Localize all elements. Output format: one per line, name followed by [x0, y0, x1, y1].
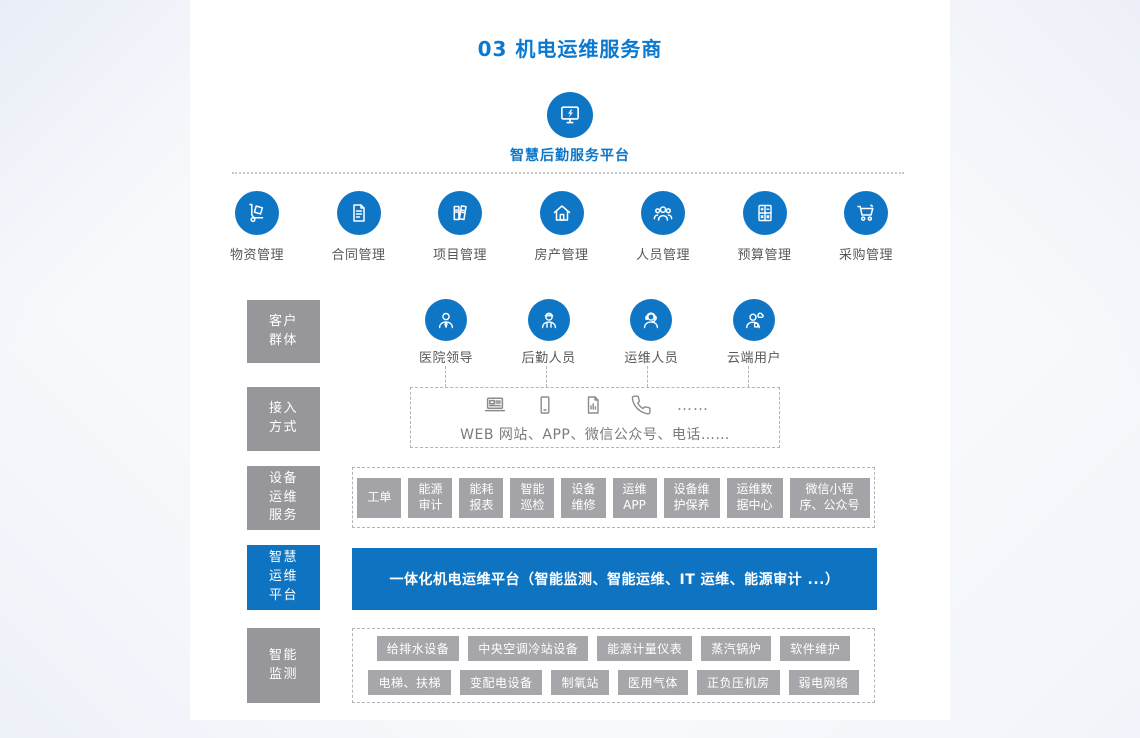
monitor-chip: 中央空调冷站设备	[468, 636, 589, 661]
intelligent-monitoring-box: 给排水设备 中央空调冷站设备 能源计量仪表 蒸汽锅炉 软件维护 电梯、扶梯 变配…	[352, 628, 875, 703]
person-label: 医院领导	[418, 351, 473, 366]
monitor-chip: 给排水设备	[376, 636, 460, 661]
person-label: 后勤人员	[521, 351, 576, 366]
monitor-chip: 能源计量仪表	[597, 636, 693, 661]
dashed-connector	[546, 366, 547, 387]
access-icons-row: ……	[481, 391, 709, 419]
sidebar-item-smart-ops-platform: 智慧 运维 平台	[247, 545, 320, 610]
headset-person-icon	[630, 299, 673, 341]
module-materials: 物资管理	[209, 191, 305, 263]
dashed-connector	[647, 366, 648, 387]
cloud-user-person-icon	[732, 299, 775, 341]
service-chip: 微信小程 序、公众号	[789, 477, 870, 518]
module-label: 人员管理	[635, 248, 690, 263]
cart-icon	[844, 191, 888, 235]
binders-icon	[438, 191, 482, 235]
sidebar-item-customer-groups: 客户 群体	[247, 300, 320, 363]
monitor-chip: 变配电设备	[459, 670, 543, 695]
service-chip: 运维 APP	[612, 477, 657, 518]
dotted-separator	[232, 172, 904, 174]
trolley-icon	[235, 191, 279, 235]
monitor-lightning-icon	[547, 92, 593, 138]
monitor-chip: 弱电网络	[788, 670, 859, 695]
ellipsis-text: ……	[677, 395, 709, 414]
service-chip: 运维数 据中心	[726, 477, 783, 518]
monitor-chip: 蒸汽锅炉	[701, 636, 772, 661]
module-procurement: 采购管理	[818, 191, 914, 263]
monitor-chip: 制氧站	[551, 670, 609, 695]
service-chip: 工单	[357, 477, 402, 518]
page-title: 03 机电运维服务商	[477, 37, 663, 61]
module-label: 采购管理	[838, 248, 893, 263]
service-chip: 设备 维修	[561, 477, 606, 518]
access-methods-box: …… WEB 网站、APP、微信公众号、电话……	[410, 387, 780, 448]
service-chip: 设备维 护保养	[663, 477, 720, 518]
platform-header: 智慧后勤服务平台	[190, 92, 950, 165]
people-icon	[641, 191, 685, 235]
sidebar-item-access-methods: 接入 方式	[247, 387, 320, 451]
monitor-chip: 电梯、扶梯	[368, 670, 451, 695]
person-ops-staff: 运维人员	[605, 299, 697, 366]
module-label: 房产管理	[534, 248, 589, 263]
module-projects: 项目管理	[412, 191, 508, 263]
platform-label: 智慧后勤服务平台	[510, 148, 630, 164]
person-label: 云端用户	[726, 351, 781, 366]
monitor-chip: 软件维护	[780, 636, 851, 661]
dashed-connector	[748, 366, 749, 387]
sidebar-item-intelligent-monitoring: 智能 监测	[247, 628, 320, 703]
service-chip: 能源 审计	[408, 477, 453, 518]
equipment-services-box: 工单 能源 审计 能耗 报表 智能 巡检 设备 维修 运维 APP 设备维 护保…	[352, 467, 875, 528]
module-property: 房产管理	[514, 191, 610, 263]
customer-groups-row: 医院领导 后勤人员	[400, 299, 800, 366]
module-label: 物资管理	[229, 248, 284, 263]
module-personnel: 人员管理	[615, 191, 711, 263]
person-label: 运维人员	[624, 351, 679, 366]
leader-person-icon	[425, 299, 467, 341]
sidebar-item-equipment-ops-service: 设备 运维 服务	[247, 466, 320, 530]
module-budget: 预算管理	[717, 191, 813, 263]
person-cloud-user: 云端用户	[708, 299, 800, 366]
house-icon	[539, 191, 584, 235]
smartphone-icon	[533, 392, 557, 418]
laptop-icon	[481, 392, 509, 418]
person-hospital-leader: 医院领导	[400, 299, 492, 366]
platform-bar-label: 一体化机电运维平台（智能监测、智能运维、IT 运维、能源审计 ...）	[389, 572, 840, 588]
module-label: 项目管理	[432, 248, 487, 263]
dashed-connector	[445, 366, 446, 387]
module-label: 预算管理	[737, 248, 792, 263]
report-doc-icon	[581, 392, 605, 418]
phone-handset-icon	[629, 393, 653, 417]
module-label: 合同管理	[331, 248, 386, 263]
monitor-chip: 医用气体	[618, 670, 689, 695]
monitor-chip: 正负压机房	[697, 670, 780, 695]
service-chip: 智能 巡检	[510, 477, 555, 518]
monitoring-row-2: 电梯、扶梯 变配电设备 制氧站 医用气体 正负压机房 弱电网络	[368, 670, 859, 695]
person-logistics-staff: 后勤人员	[503, 299, 595, 366]
module-contracts: 合同管理	[311, 191, 407, 263]
document-icon	[336, 191, 381, 235]
monitoring-row-1: 给排水设备 中央空调冷站设备 能源计量仪表 蒸汽锅炉 软件维护	[376, 636, 851, 661]
integrated-platform-bar: 一体化机电运维平台（智能监测、智能运维、IT 运维、能源审计 ...）	[352, 548, 877, 610]
modules-row: 物资管理 合同管理 项目管理	[209, 191, 914, 263]
worker-person-icon	[527, 299, 570, 341]
access-caption: WEB 网站、APP、微信公众号、电话……	[460, 427, 730, 443]
calculator-icon	[742, 191, 787, 235]
service-chip: 能耗 报表	[459, 477, 504, 518]
